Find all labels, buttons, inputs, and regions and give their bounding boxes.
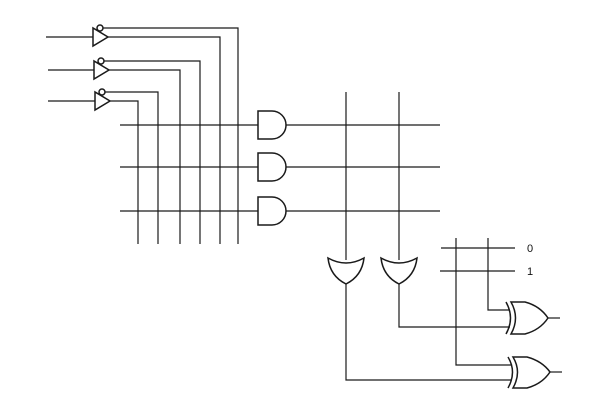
output-label-1: 1	[527, 266, 533, 278]
or-output-line-2	[398, 284, 510, 328]
or-output-line-1	[345, 284, 512, 381]
or-gate-2	[380, 256, 418, 285]
not-gate-c	[94, 88, 112, 112]
or-gate-1	[327, 256, 365, 285]
and-gate-3	[257, 196, 287, 226]
xor-gate-1	[505, 301, 549, 335]
xor-input-line-b	[455, 238, 512, 366]
bus-line-not-a	[108, 36, 221, 244]
not-gate-b	[93, 57, 111, 81]
bus-line-not-c	[110, 100, 139, 244]
bus-line-b	[104, 60, 201, 244]
xor-gate-2	[507, 356, 551, 389]
bus-line-c	[105, 91, 159, 244]
and-gate-2	[257, 152, 287, 182]
and-gate-1	[257, 110, 287, 140]
bus-line-not-b	[109, 69, 181, 244]
not-gate-a	[92, 24, 110, 48]
output-label-0: 0	[527, 243, 533, 255]
bus-line-a	[103, 27, 239, 244]
xor-input-line-a	[487, 238, 510, 311]
